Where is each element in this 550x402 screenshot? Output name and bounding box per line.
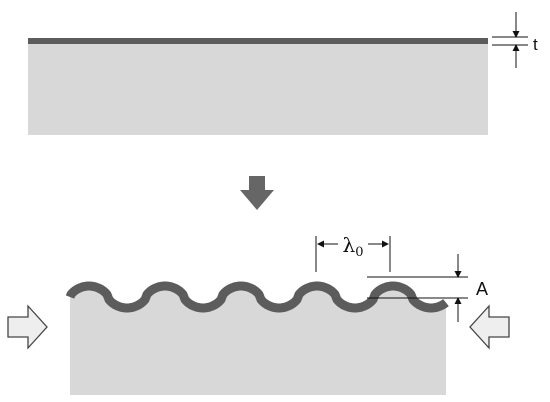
wrinkled-substrate <box>70 286 446 395</box>
flat-substrate <box>28 38 488 135</box>
wavelength-symbol: λ <box>343 233 356 257</box>
wavelength-subscript: 0 <box>355 245 363 260</box>
flat-state: t <box>28 12 538 135</box>
wavelength-dimension <box>315 236 391 272</box>
amplitude-dimension <box>367 254 468 322</box>
right-arrow-icon <box>7 304 48 350</box>
wavelength-label: λ0 <box>343 233 364 260</box>
left-arrow-icon <box>469 304 510 350</box>
wrinkled-state: λ0 A <box>7 233 510 395</box>
thickness-dimension <box>492 12 528 68</box>
amplitude-label: A <box>476 279 488 299</box>
down-arrow-icon <box>240 176 274 210</box>
flat-film <box>28 38 488 44</box>
thickness-label: t <box>533 35 538 54</box>
wrinkled-film <box>65 281 449 313</box>
